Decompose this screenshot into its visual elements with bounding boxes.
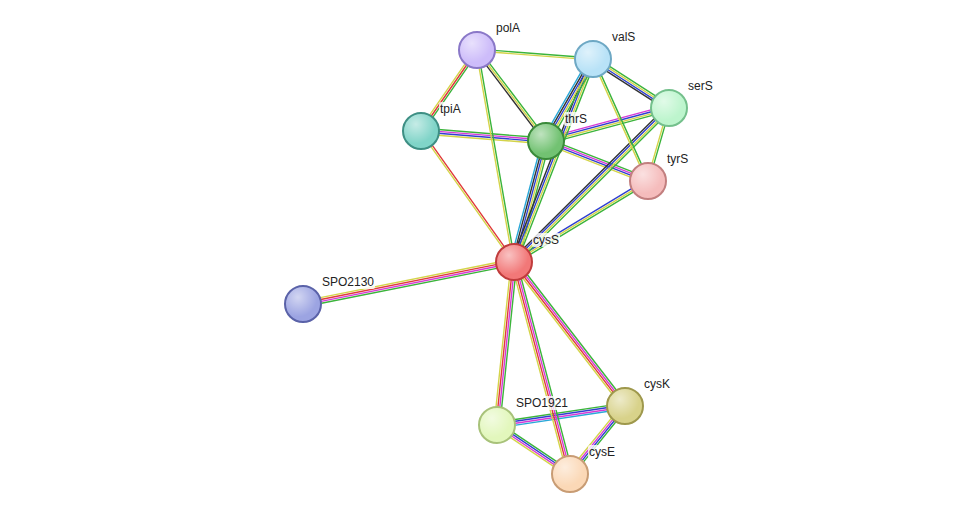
evidence-line <box>502 279 515 408</box>
protein-node: cysK <box>606 387 644 425</box>
protein-node: thrS <box>527 122 565 160</box>
evidence-line <box>527 274 617 391</box>
protein-node: polA <box>458 31 496 69</box>
interaction-edge <box>551 72 588 128</box>
evidence-line <box>487 64 535 128</box>
protein-node: valS <box>574 40 612 78</box>
interaction-edge <box>496 279 515 409</box>
protein-label: thrS <box>564 112 588 126</box>
evidence-line <box>523 76 590 247</box>
evidence-line <box>525 275 615 392</box>
evidence-line <box>319 263 497 298</box>
evidence-line <box>513 432 558 462</box>
interaction-edge <box>652 124 665 165</box>
interaction-edge <box>430 144 505 248</box>
evidence-line <box>500 279 513 408</box>
evidence-line <box>522 277 612 394</box>
evidence-line <box>516 279 563 458</box>
evidence-line <box>609 66 656 97</box>
evidence-line <box>514 411 608 425</box>
evidence-line <box>608 67 655 98</box>
interaction-edge <box>578 417 616 462</box>
interaction-edge <box>516 278 569 459</box>
interaction-edge <box>562 110 654 140</box>
interaction-edge <box>429 63 469 118</box>
interaction-edge <box>486 62 537 128</box>
protein-label: valS <box>611 30 636 44</box>
evidence-line <box>430 145 503 248</box>
evidence-line <box>562 110 652 134</box>
evidence-line <box>510 437 555 467</box>
evidence-line <box>486 65 534 129</box>
protein-node: SPO1921 <box>478 406 516 444</box>
evidence-line <box>524 276 614 393</box>
protein-label: cysE <box>588 445 616 459</box>
evidence-line <box>496 279 509 408</box>
protein-node: tyrS <box>629 162 667 200</box>
protein-label: cysS <box>532 233 560 247</box>
evidence-line <box>432 65 469 118</box>
evidence-line <box>432 144 505 247</box>
interaction-edge <box>319 263 498 304</box>
evidence-line <box>521 75 588 246</box>
evidence-line <box>583 421 617 463</box>
interaction-edge <box>518 74 590 247</box>
evidence-line <box>558 76 588 129</box>
evidence-line <box>479 67 510 246</box>
interaction-edge <box>438 130 530 143</box>
evidence-line <box>512 434 557 464</box>
evidence-line <box>519 74 586 245</box>
protein-label: tyrS <box>666 152 689 166</box>
evidence-line <box>489 62 537 126</box>
evidence-line <box>511 435 556 465</box>
protein-label: SPO2130 <box>321 275 375 289</box>
protein-node: cysS <box>495 243 533 281</box>
interaction-edge <box>528 188 635 255</box>
evidence-line <box>429 63 466 116</box>
evidence-line <box>438 135 529 142</box>
evidence-line <box>607 69 654 100</box>
evidence-line <box>431 64 468 117</box>
evidence-line <box>514 409 608 423</box>
evidence-line <box>530 191 635 254</box>
protein-label: SPO1921 <box>515 396 569 410</box>
protein-label: polA <box>495 21 521 35</box>
interaction-edge <box>522 274 617 395</box>
protein-node: cysE <box>551 455 589 493</box>
evidence-line <box>654 125 666 165</box>
evidence-line <box>517 279 564 458</box>
evidence-line <box>498 279 511 408</box>
interaction-edge <box>606 66 657 101</box>
evidence-line <box>562 111 652 135</box>
evidence-line <box>494 52 576 58</box>
interaction-edge <box>494 50 576 58</box>
protein-node: tpiA <box>402 112 440 150</box>
protein-node: SPO2130 <box>284 285 322 323</box>
evidence-line <box>581 420 615 462</box>
interaction-edge <box>510 432 558 467</box>
protein-label: serS <box>687 79 714 93</box>
protein-label: tpiA <box>439 102 462 116</box>
evidence-line <box>320 268 498 303</box>
evidence-line <box>319 264 497 299</box>
evidence-line <box>606 71 653 102</box>
protein-label: cysK <box>643 377 671 391</box>
protein-node: serS <box>650 89 688 127</box>
evidence-line <box>652 124 664 164</box>
evidence-line <box>320 266 498 301</box>
